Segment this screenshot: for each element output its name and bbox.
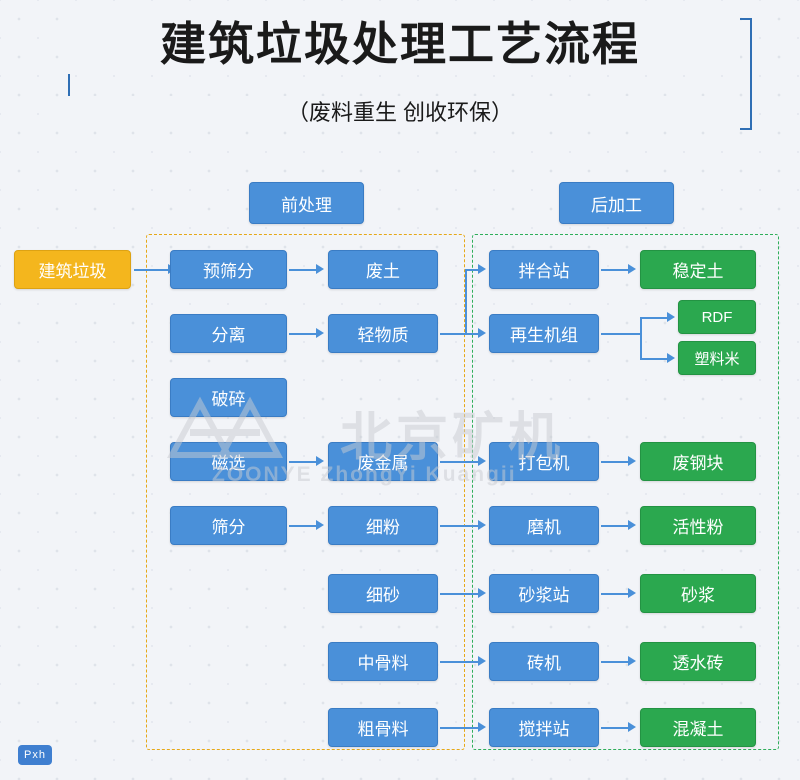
- connector-magnetic-to-waste-metal: [289, 461, 318, 463]
- node-product-stabilized-soil[interactable]: 稳定土: [640, 250, 756, 289]
- connector-fine-powder-to-mill: [440, 525, 480, 527]
- connector-separation-to-light-material: [289, 333, 318, 335]
- node-product-plastic-pellets[interactable]: 塑料米: [678, 341, 756, 375]
- connector-presieve-to-waste-soil: [289, 269, 318, 271]
- page-subtitle: （废料重生 创收环保）: [60, 96, 740, 130]
- connector-recycling-to-rdf: [640, 317, 670, 319]
- arrowhead-screening-to-fine-powder: [316, 520, 324, 530]
- arrowhead-mixing-to-stabilized-soil: [628, 264, 636, 274]
- connector-screening-to-fine-powder: [289, 525, 318, 527]
- node-post-mill[interactable]: 磨机: [489, 506, 599, 545]
- arrowhead-stirring-to-concrete: [628, 722, 636, 732]
- connector-stirring-to-concrete: [601, 727, 630, 729]
- arrowhead-presieve-to-waste-soil: [316, 264, 324, 274]
- connector-medium-aggregate-to-brick-machine: [440, 661, 480, 663]
- node-product-permeable-brick[interactable]: 透水砖: [640, 642, 756, 681]
- arrowhead-fine-sand-to-mortar-station: [478, 588, 486, 598]
- connector-brick-to-permeable-brick: [601, 661, 630, 663]
- connector-recycling-to-plastic-pellets: [640, 358, 670, 360]
- arrowhead-recycling-to-plastic-pellets: [667, 353, 675, 363]
- arrowhead-magnetic-to-waste-metal: [316, 456, 324, 466]
- node-source-construction-waste[interactable]: 建筑垃圾: [14, 250, 131, 289]
- connector-coarse-aggregate-to-stirring-station: [440, 727, 480, 729]
- node-pre-fine-sand[interactable]: 细砂: [328, 574, 438, 613]
- arrowhead-separation-to-light-material: [316, 328, 324, 338]
- connector-recycling-branch-stem: [601, 333, 641, 335]
- node-post-mortar-station[interactable]: 砂浆站: [489, 574, 599, 613]
- corner-badge: Pxh: [18, 745, 52, 765]
- connector-waste-metal-to-baler: [440, 461, 480, 463]
- arrowhead-mortar-station-to-mortar: [628, 588, 636, 598]
- node-pre-fine-powder[interactable]: 细粉: [328, 506, 438, 545]
- node-product-rdf[interactable]: RDF: [678, 300, 756, 334]
- connector-baler-to-scrap-steel: [601, 461, 630, 463]
- node-pre-presieve[interactable]: 预筛分: [170, 250, 287, 289]
- connector-mill-to-active-powder: [601, 525, 630, 527]
- connector-mixing-to-stabilized-soil: [601, 269, 630, 271]
- node-post-stirring-station[interactable]: 搅拌站: [489, 708, 599, 747]
- node-pre-magnetic-separation[interactable]: 磁选: [170, 442, 287, 481]
- group-box-post: [472, 234, 779, 750]
- node-post-recycling-unit[interactable]: 再生机组: [489, 314, 599, 353]
- connector-fine-sand-to-mortar-station: [440, 593, 480, 595]
- group-box-pre: [146, 234, 465, 750]
- arrowhead-coarse-aggregate-to-stirring-station: [478, 722, 486, 732]
- connector-light-material-to-recycling-unit: [440, 333, 480, 335]
- node-post-baler[interactable]: 打包机: [489, 442, 599, 481]
- node-pre-crushing[interactable]: 破碎: [170, 378, 287, 417]
- node-product-active-powder[interactable]: 活性粉: [640, 506, 756, 545]
- node-pre-waste-soil[interactable]: 废土: [328, 250, 438, 289]
- page-title: 建筑垃圾处理工艺流程: [60, 14, 740, 74]
- node-pre-light-material[interactable]: 轻物质: [328, 314, 438, 353]
- connector-spine-to-mixing-station: [465, 269, 480, 271]
- connector-mortar-station-to-mortar: [601, 593, 630, 595]
- arrowhead-medium-aggregate-to-brick-machine: [478, 656, 486, 666]
- section-title-pre: 前处理: [249, 182, 364, 224]
- node-pre-separation[interactable]: 分离: [170, 314, 287, 353]
- connector-source-to-presieve: [134, 269, 170, 271]
- arrowhead-light-material-to-recycling-unit: [478, 328, 486, 338]
- arrowhead-waste-metal-to-baler: [478, 456, 486, 466]
- node-pre-coarse-aggregate[interactable]: 粗骨料: [328, 708, 438, 747]
- arrowhead-mill-to-active-powder: [628, 520, 636, 530]
- node-post-mixing-station[interactable]: 拌合站: [489, 250, 599, 289]
- connector-recycling-branch-vertical: [640, 317, 642, 358]
- section-title-post: 后加工: [559, 182, 674, 224]
- node-product-scrap-steel[interactable]: 废钢块: [640, 442, 756, 481]
- node-pre-medium-aggregate[interactable]: 中骨料: [328, 642, 438, 681]
- connector-spine-pre-to-post: [465, 269, 467, 333]
- node-product-concrete[interactable]: 混凝土: [640, 708, 756, 747]
- arrowhead-spine-to-mixing-station: [478, 264, 486, 274]
- node-product-mortar[interactable]: 砂浆: [640, 574, 756, 613]
- arrowhead-recycling-to-rdf: [667, 312, 675, 322]
- node-pre-waste-metal[interactable]: 废金属: [328, 442, 438, 481]
- node-pre-screening[interactable]: 筛分: [170, 506, 287, 545]
- node-post-brick-machine[interactable]: 砖机: [489, 642, 599, 681]
- arrowhead-fine-powder-to-mill: [478, 520, 486, 530]
- arrowhead-baler-to-scrap-steel: [628, 456, 636, 466]
- arrowhead-brick-to-permeable-brick: [628, 656, 636, 666]
